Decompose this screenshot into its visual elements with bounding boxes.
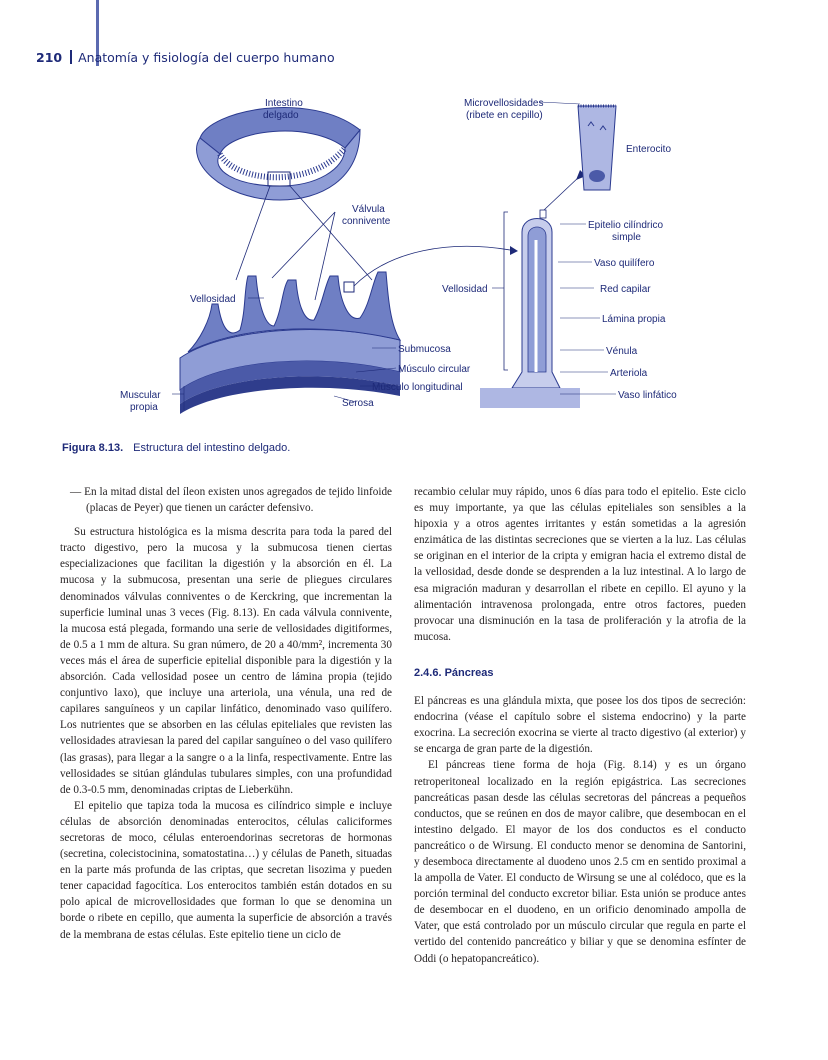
book-title: Anatomía y fisiología del cuerpo humano	[78, 50, 335, 65]
label-enterocito: Enterocito	[626, 144, 671, 155]
label-musculo-circular: Músculo circular	[398, 364, 471, 375]
label-muscular-propia-2: propia	[130, 402, 158, 413]
label-submucosa: Submucosa	[398, 344, 451, 355]
header-divider	[70, 50, 73, 64]
label-valvula-2: connivente	[342, 216, 391, 227]
label-venula: Vénula	[606, 346, 638, 357]
figure-intestine-structure: Intestino delgado Válvula connivente Vel…	[120, 98, 677, 414]
label-serosa: Serosa	[342, 398, 374, 409]
header-rule	[96, 0, 99, 66]
label-epitelio: Epitelio cilíndrico	[588, 220, 663, 231]
left-column: — En la mitad distal del íleon existen u…	[60, 484, 392, 943]
paragraph: recambio celular muy rápido, unos 6 días…	[414, 486, 746, 643]
label-vaso-quilifero: Vaso quilífero	[594, 258, 655, 269]
label-red-capilar: Red capilar	[600, 284, 651, 295]
label-vaso-linfatico: Vaso linfático	[618, 390, 677, 401]
paragraph: El epitelio que tapiza toda la mucosa es…	[60, 799, 392, 941]
paragraph: Su estructura histológica es la misma de…	[60, 526, 392, 796]
label-valvula: Válvula	[352, 204, 385, 215]
label-muscular-propia: Muscular	[120, 390, 161, 401]
label-vellosidad-left: Vellosidad	[190, 294, 236, 305]
label-microvellosidades-2: (ribete en cepillo)	[466, 110, 543, 121]
paragraph: El páncreas tiene forma de hoja (Fig. 8.…	[414, 759, 746, 965]
villus-detail-drawing	[480, 209, 580, 408]
villi-section-drawing	[179, 271, 402, 414]
paragraph: — En la mitad distal del íleon existen u…	[70, 486, 392, 515]
right-column: recambio celular muy rápido, unos 6 días…	[414, 484, 746, 967]
label-intestino-2: delgado	[263, 110, 299, 121]
figure-caption: Figura 8.13. Estructura del intestino del…	[62, 442, 290, 454]
label-microvellosidades: Microvellosidades	[464, 98, 543, 109]
section-heading: 2.4.6. Páncreas	[414, 666, 494, 679]
page-number: 210	[36, 50, 63, 65]
enterocyte-drawing	[577, 104, 617, 191]
label-vellosidad-right: Vellosidad	[442, 284, 488, 295]
label-lamina-propia: Lámina propia	[602, 314, 666, 325]
label-musculo-longitudinal: Músculo longitudinal	[372, 382, 463, 393]
label-epitelio-2: simple	[612, 232, 641, 243]
label-intestino: Intestino	[265, 98, 303, 109]
small-intestine-drawing	[196, 107, 361, 201]
caption-text: Estructura del intestino delgado.	[133, 442, 291, 454]
running-header: 210 Anatomía y fisiología del cuerpo huma…	[36, 50, 335, 65]
label-arteriola: Arteriola	[610, 368, 648, 379]
paragraph: El páncreas es una glándula mixta, que p…	[414, 695, 746, 756]
caption-label: Figura 8.13.	[62, 442, 124, 454]
